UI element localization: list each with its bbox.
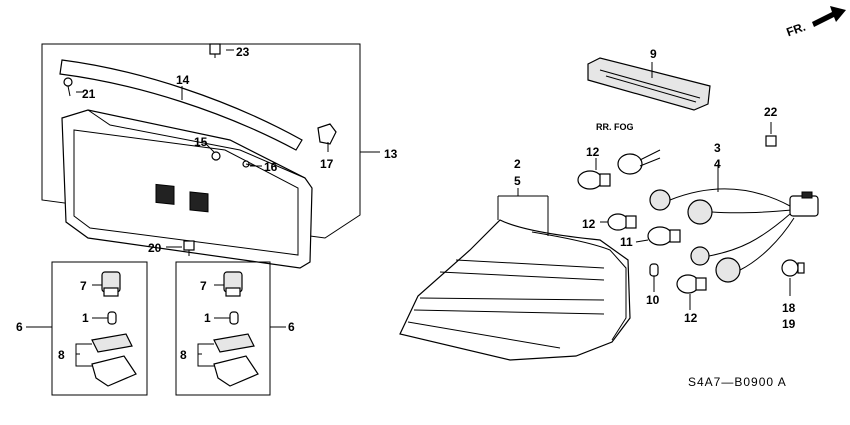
nut-20-icon [183, 240, 195, 256]
label-21: 21 [82, 87, 96, 101]
license-garnish-body [61, 109, 313, 269]
fog-label: RR. FOG [596, 122, 634, 132]
license-light-window-right [189, 191, 209, 213]
rear-fog-light [587, 57, 711, 111]
bulb-10-icon [649, 263, 659, 292]
bulb-1-right-icon [229, 311, 239, 325]
label-8-left: 8 [58, 348, 65, 362]
harness-connector [789, 195, 819, 217]
clip-21-icon [63, 77, 73, 97]
bulb-12-fog-icon [577, 149, 661, 190]
label-1-right: 1 [204, 311, 211, 325]
label-12-fog: 12 [586, 145, 600, 159]
license-light-outline-left [51, 261, 148, 396]
garnish-molding [59, 59, 303, 151]
label-19: 19 [782, 317, 796, 331]
socket-7-left-icon [101, 271, 121, 297]
socket-harness [649, 164, 819, 283]
label-11: 11 [620, 235, 633, 249]
label-20: 20 [148, 241, 162, 255]
label-17: 17 [320, 157, 334, 171]
label-6-left: 6 [16, 320, 23, 334]
diagram-code: S4A7—B0900 A [688, 375, 787, 389]
label-7-right: 7 [200, 279, 207, 293]
bulb-12-lower-icon [676, 274, 707, 310]
lens-8-right-icon [213, 333, 259, 387]
garnish-assembly-group [41, 43, 361, 269]
label-9: 9 [650, 47, 657, 61]
label-13: 13 [384, 147, 398, 161]
bulb-12-middle-icon [600, 213, 637, 231]
garnish-panel-outline [41, 43, 361, 239]
label-18: 18 [782, 301, 796, 315]
callout-labels: 23 14 21 15 16 17 13 20 7 1 6 8 7 1 6 8 … [16, 45, 796, 389]
bulb-11-icon [635, 226, 681, 246]
nut-22-icon [765, 122, 777, 147]
bulb-1-left-icon [107, 311, 117, 325]
socket-7-right-icon [223, 271, 243, 297]
label-6-right: 6 [288, 320, 295, 334]
tail-light-gasket [531, 231, 627, 341]
front-direction-label: FR. [784, 20, 807, 40]
label-15: 15 [194, 135, 208, 149]
label-4: 4 [714, 157, 721, 171]
license-light-group-left [26, 261, 148, 396]
license-light-outline-right [175, 261, 271, 396]
label-14: 14 [176, 73, 190, 87]
license-light-group-right [175, 261, 286, 396]
label-5: 5 [514, 174, 521, 188]
label-22: 22 [764, 105, 778, 119]
cap-18-19-icon [781, 259, 805, 296]
label-10: 10 [646, 293, 660, 307]
label-2: 2 [514, 157, 521, 171]
label-16: 16 [264, 160, 278, 174]
front-direction-indicator: FR. [784, 6, 846, 39]
nut-15-icon [211, 151, 221, 161]
front-arrow-icon [812, 6, 846, 27]
label-12-lower: 12 [684, 311, 698, 325]
label-8-right: 8 [180, 348, 187, 362]
label-7-left: 7 [80, 279, 87, 293]
lens-8-left-icon [91, 333, 137, 387]
label-12-middle: 12 [582, 217, 596, 231]
label-23: 23 [236, 45, 250, 59]
license-light-window-left [155, 183, 175, 205]
clip-17-icon [317, 123, 337, 145]
label-1-left: 1 [82, 311, 89, 325]
license-garnish-inner [73, 129, 299, 256]
label-3: 3 [714, 141, 721, 155]
leader-lines-upper-left [76, 49, 380, 248]
tail-light-assembly [399, 188, 631, 361]
garnish-top-detail [87, 109, 306, 179]
tail-light-housing [399, 219, 631, 361]
clip-23-icon [209, 43, 221, 58]
